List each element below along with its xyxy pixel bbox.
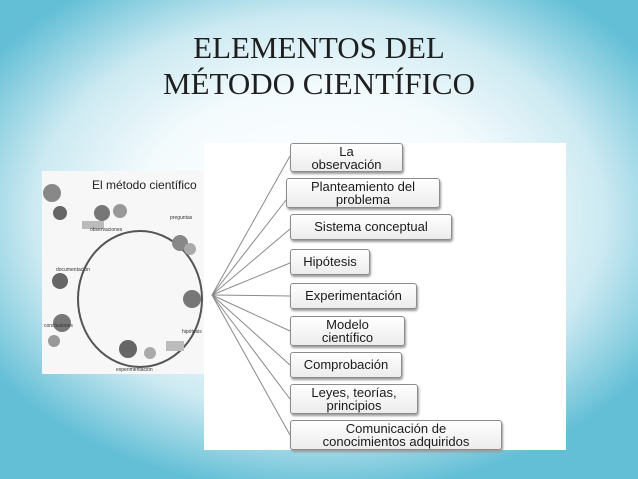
node-line: Sistema conceptual	[314, 219, 428, 234]
node-line: Modelo	[326, 317, 369, 332]
connector-3	[211, 228, 291, 296]
node-line: conocimientos adquiridos	[322, 434, 470, 449]
node-leyes-teorias-principios: Leyes, teorías, principios	[290, 384, 418, 414]
node-comprobacion: Comprobación	[290, 352, 402, 378]
connector-lines	[211, 155, 291, 436]
cycle-drawing	[43, 184, 203, 368]
node-hipotesis: Hipótesis	[290, 249, 370, 275]
node-line: Planteamiento del	[310, 179, 416, 194]
connector-8	[211, 294, 291, 400]
label-observaciones: observaciones	[90, 227, 123, 233]
connector-9	[211, 294, 291, 436]
node-line: problema	[335, 192, 391, 207]
connector-5	[211, 294, 291, 297]
node-line: Comunicación de	[345, 421, 447, 436]
node-line: La	[339, 144, 354, 159]
elements-diagram: La observación Planteamiento del problem…	[204, 143, 566, 450]
label-documentacion: documentación	[56, 267, 90, 273]
label-conclusiones: conclusiones	[44, 323, 73, 329]
label-preguntas: preguntas	[170, 215, 193, 221]
node-line: científico	[321, 330, 374, 345]
node-line: Experimentación	[305, 288, 402, 303]
title-line-2: MÉTODO CIENTÍFICO	[163, 66, 475, 101]
node-comunicacion-de-conocimientos: Comunicación de conocimientos adquiridos	[290, 420, 502, 450]
connector-6	[211, 294, 291, 332]
node-line: observación	[311, 157, 382, 172]
connector-4	[211, 262, 291, 296]
label-hipotesis: hipótesis	[182, 329, 202, 335]
connector-2	[211, 194, 291, 296]
node-line: principios	[326, 398, 382, 413]
node-line: Hipótesis	[303, 254, 357, 269]
illustration-caption: El método científico	[92, 178, 197, 192]
connector-7	[211, 294, 291, 366]
node-experimentacion: Experimentación	[290, 283, 417, 309]
scientific-method-illustration: El método científico preguntas observaci…	[42, 171, 205, 374]
slide-title: ELEMENTOS DEL MÉTODO CIENTÍFICO	[0, 30, 638, 102]
node-line: Comprobación	[303, 357, 389, 372]
node-la-observacion: La observación	[290, 143, 403, 172]
node-planteamiento-del-problema: Planteamiento del problema	[286, 178, 440, 208]
node-modelo-cientifico: Modelo científico	[290, 316, 405, 346]
connector-1	[211, 155, 291, 296]
label-experimentacion: experimentación	[116, 367, 153, 373]
title-line-1: ELEMENTOS DEL	[193, 30, 445, 65]
node-sistema-conceptual: Sistema conceptual	[290, 214, 452, 240]
node-line: Leyes, teorías,	[311, 385, 397, 400]
